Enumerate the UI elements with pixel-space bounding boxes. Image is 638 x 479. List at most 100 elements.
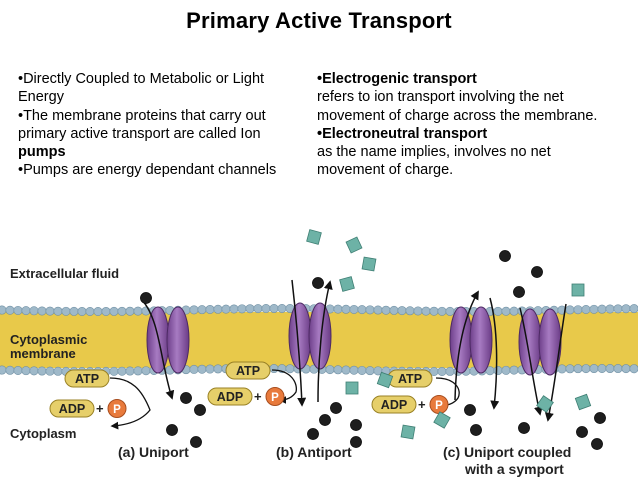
- lipid-head: [397, 306, 407, 316]
- square-ion: [345, 381, 359, 395]
- lipid-head: [141, 366, 151, 376]
- dark-ion: [513, 286, 525, 298]
- dark-ion: [180, 392, 192, 404]
- lipid-head: [349, 304, 359, 314]
- lipid-head: [581, 304, 591, 314]
- lipid-head: [325, 365, 335, 375]
- lipid-head: [5, 365, 15, 375]
- lipid-head: [117, 306, 127, 316]
- lipid-head: [93, 306, 103, 316]
- lipid-head: [45, 366, 55, 376]
- antiport-phosphate: P: [265, 387, 285, 406]
- dark-ion: [319, 414, 331, 426]
- lipid-head: [357, 305, 367, 315]
- lipid-head: [381, 305, 391, 315]
- uniport-atp-label: ATP: [75, 372, 99, 386]
- lipid-head: [205, 364, 215, 374]
- symport-adp: ADP: [371, 395, 417, 414]
- square-ion: [571, 283, 585, 297]
- dark-ion: [576, 426, 588, 438]
- uniport-phosphate: P: [107, 399, 127, 418]
- uniport-arrow: [141, 299, 175, 400]
- lipid-head: [613, 304, 623, 314]
- lipid-head: [133, 306, 143, 316]
- lipid-head: [493, 306, 503, 316]
- lipid-head: [189, 364, 199, 374]
- lipid-head: [29, 306, 39, 316]
- uniport-pump: [109, 299, 190, 430]
- svg-text:P: P: [271, 392, 279, 404]
- lipid-head: [589, 364, 599, 374]
- lipid-head: [333, 365, 343, 375]
- lipid-head: [253, 304, 263, 314]
- svg-text:P: P: [435, 400, 443, 412]
- lipid-head: [373, 305, 383, 315]
- lipid-head: [581, 364, 591, 374]
- square-ion: [339, 276, 355, 292]
- lipid-head: [0, 365, 7, 375]
- dark-ion: [591, 438, 603, 450]
- symport-pump-2: [518, 303, 567, 422]
- symport-protein-1-right: [469, 306, 493, 374]
- lipid-head: [421, 306, 431, 316]
- antiport-atp-arrow: [271, 369, 298, 404]
- left-column: •Directly Coupled to Metabolic or Light …: [18, 70, 298, 180]
- symport-atp: ATP: [387, 369, 433, 388]
- right-column: •Electrogenic transport refers to ion tr…: [317, 70, 617, 180]
- uniport-adp: ADP: [49, 399, 95, 418]
- lipid-head: [197, 305, 207, 315]
- lipid-head: [605, 364, 615, 374]
- uniport-plus: +: [96, 401, 104, 416]
- lipid-head: [333, 304, 343, 314]
- lipid-head: [341, 365, 351, 375]
- lipid-head: [565, 305, 575, 315]
- square-ion: [536, 395, 554, 413]
- lipid-head: [365, 366, 375, 376]
- lipid-head: [109, 366, 119, 376]
- lipid-head: [13, 305, 23, 315]
- caption-uniport-symport-line2: with a symport: [464, 461, 564, 477]
- lipid-head: [269, 364, 279, 374]
- lipid-head: [557, 364, 567, 374]
- lipid-head: [493, 366, 503, 376]
- lipid-head: [589, 304, 599, 314]
- lipid-head: [21, 306, 31, 316]
- square-ion: [376, 371, 394, 389]
- lipid-head: [429, 306, 439, 316]
- lipid-head: [445, 366, 455, 376]
- transported-ions: [140, 229, 606, 450]
- lipid-head: [197, 364, 207, 374]
- square-ion: [574, 393, 592, 411]
- cytoplasmic-membrane-label-line2: membrane: [10, 346, 76, 361]
- dark-ion: [499, 250, 511, 262]
- uniport-atp-arrow: [109, 377, 151, 430]
- pumps-term: pumps: [18, 144, 66, 161]
- square-ion: [433, 411, 451, 429]
- lipid-head: [237, 304, 247, 314]
- lipid-head: [621, 364, 631, 374]
- square-ion: [306, 229, 322, 245]
- lipid-head: [597, 304, 607, 314]
- electrogenic-definition: refers to ion transport involving the ne…: [317, 89, 598, 124]
- antiport-pump: [271, 279, 333, 407]
- antiport-atp: ATP: [225, 361, 271, 380]
- lipid-head: [101, 306, 111, 316]
- bullet-energy-dependant: •Pumps are energy dependant channels: [18, 162, 277, 179]
- bullet-ion-pumps-text: •The membrane proteins that carry out pr…: [18, 107, 266, 142]
- lipid-head: [53, 366, 63, 376]
- transport-diagram: Extracellular fluid Cytoplasmic membrane…: [0, 229, 638, 477]
- lipid-head: [213, 364, 223, 374]
- square-ion: [361, 256, 377, 272]
- lipid-head: [0, 305, 7, 315]
- lipid-head: [125, 306, 135, 316]
- square-ion: [400, 424, 416, 440]
- lipid-head: [117, 366, 127, 376]
- lipid-head: [221, 304, 231, 314]
- lipid-head: [245, 304, 255, 314]
- svg-text:P: P: [113, 404, 121, 416]
- lipid-head: [37, 366, 47, 376]
- bullet-ion-pumps: •The membrane proteins that carry out pr…: [18, 107, 298, 162]
- antiport-arrow-in: [291, 279, 307, 407]
- symport-2-arrow-in: [519, 307, 543, 416]
